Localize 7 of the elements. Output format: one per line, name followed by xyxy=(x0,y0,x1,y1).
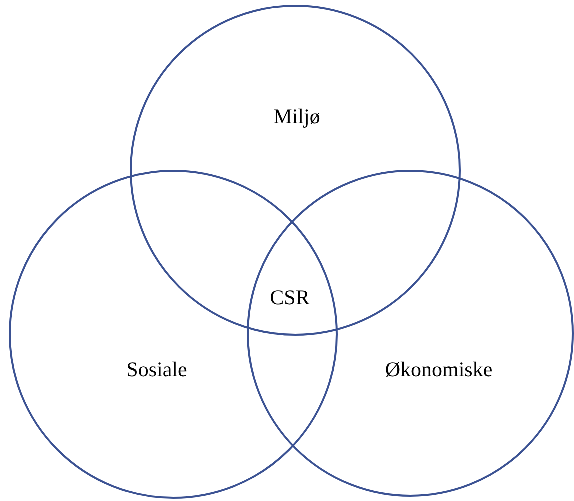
venn-circle xyxy=(130,5,461,336)
circle-label: Økonomiske xyxy=(385,358,493,382)
venn-circle xyxy=(247,170,574,497)
intersection-label: CSR xyxy=(270,286,310,310)
circle-label: Miljø xyxy=(274,104,320,130)
circle-label: Sosiale xyxy=(126,358,188,382)
venn-circle xyxy=(9,170,338,499)
